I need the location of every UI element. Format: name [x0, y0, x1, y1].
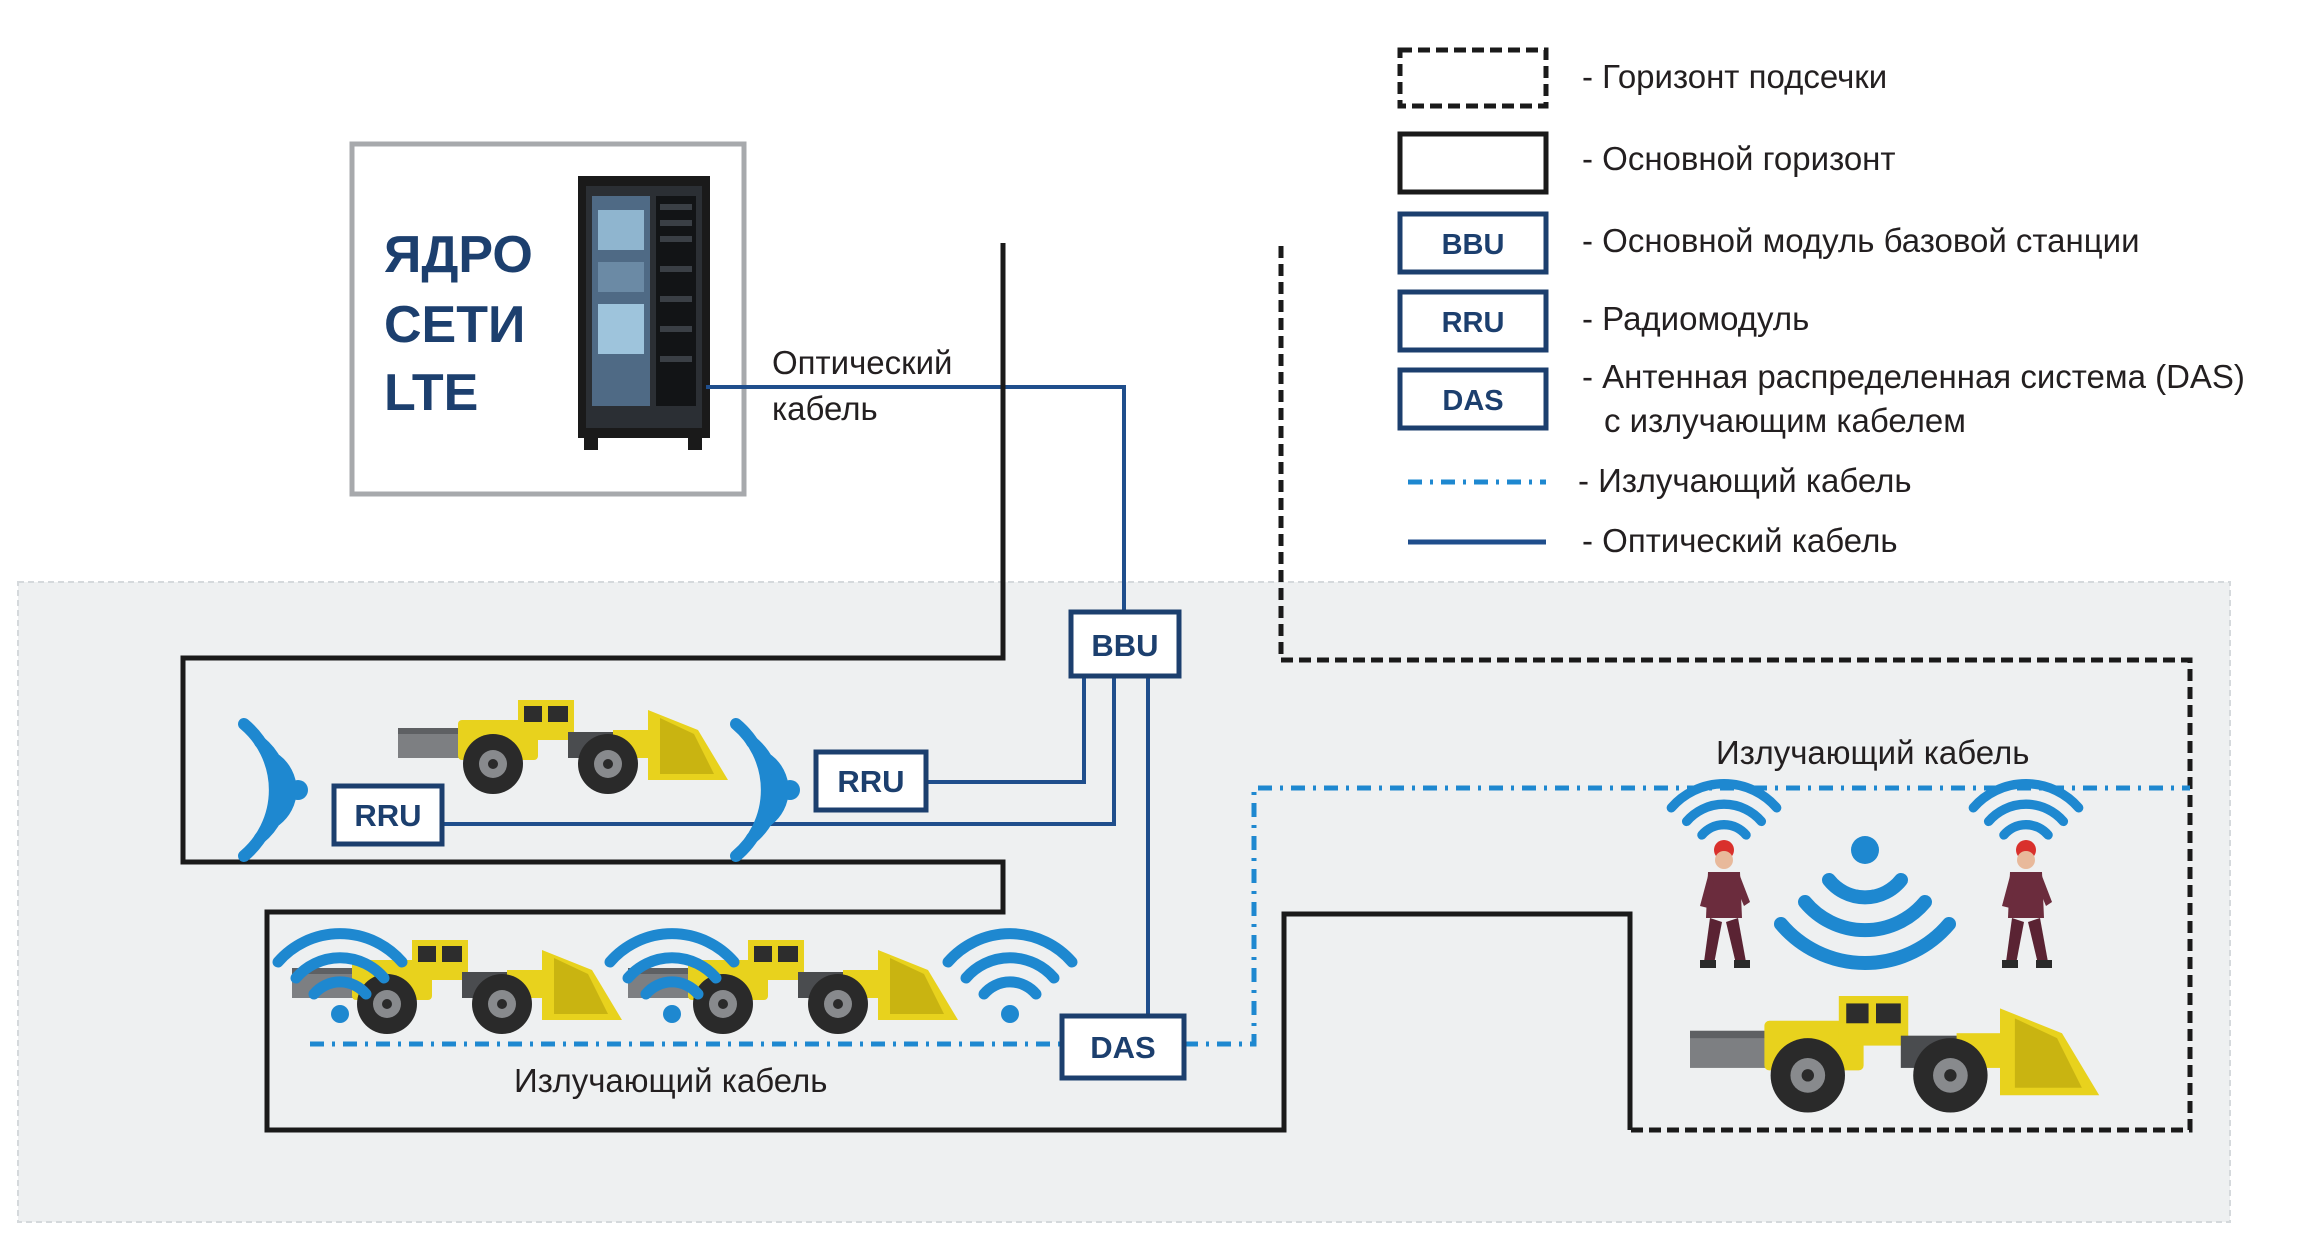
legend-bbu-text: - Основной модуль базовой станции [1582, 222, 2140, 259]
server-rack-icon [578, 176, 710, 450]
legend-optical-text: - Оптический кабель [1582, 522, 1898, 559]
core-title-line2: СЕТИ [384, 296, 525, 354]
legend: - Горизонт подсечки - Основной горизонт … [1397, 47, 2245, 559]
legend-radiating-text: - Излучающий кабель [1578, 462, 1912, 499]
legend-rru-text: - Радиомодуль [1582, 300, 1809, 337]
legend-das-box-label: DAS [1442, 385, 1503, 417]
legend-undercut-text: - Горизонт подсечки [1582, 58, 1887, 95]
das-label: DAS [1090, 1030, 1155, 1065]
rru-box-left: RRU [331, 783, 445, 847]
radiating-cable-label-right: Излучающий кабель [1716, 734, 2029, 771]
legend-das-text-line1: - Антенная распределенная система (DAS) [1582, 358, 2245, 395]
legend-undercut-swatch [1397, 47, 1549, 109]
legend-main-text: - Основной горизонт [1582, 140, 1896, 177]
core-network-box: ЯДРО СЕТИ LTE [349, 141, 747, 497]
optical-cable-bbu-rru-right [926, 676, 1086, 784]
optical-cable-bbu-rru-left [440, 676, 1116, 826]
legend-das-swatch [1397, 367, 1549, 431]
legend-bbu-box-label: BBU [1442, 229, 1505, 261]
bbu-label: BBU [1091, 628, 1158, 663]
rru-right-label: RRU [837, 764, 904, 799]
core-title-line1: ЯДРО [384, 226, 533, 284]
rru-left-label: RRU [354, 798, 421, 833]
core-title-line3: LTE [384, 364, 478, 422]
legend-main-swatch [1397, 131, 1549, 195]
legend-bbu-swatch [1397, 211, 1549, 275]
legend-rru-box-label: RRU [1442, 307, 1505, 339]
legend-das-text-line2: с излучающим кабелем [1604, 402, 1966, 439]
das-box: DAS [1059, 1013, 1187, 1081]
legend-rru-swatch [1397, 289, 1549, 353]
optical-cable-core-bbu [706, 385, 1126, 612]
main-horizon-outline [180, 243, 1633, 1133]
radiating-cable-label-bottom: Излучающий кабель [514, 1062, 827, 1099]
rru-box-right: RRU [813, 749, 929, 813]
undercut-horizon-outline [1278, 246, 2193, 1133]
bbu-box: BBU [1068, 609, 1182, 679]
optical-cable-label-line1: Оптический [772, 344, 952, 381]
optical-cable-label-line2: кабель [772, 390, 878, 427]
